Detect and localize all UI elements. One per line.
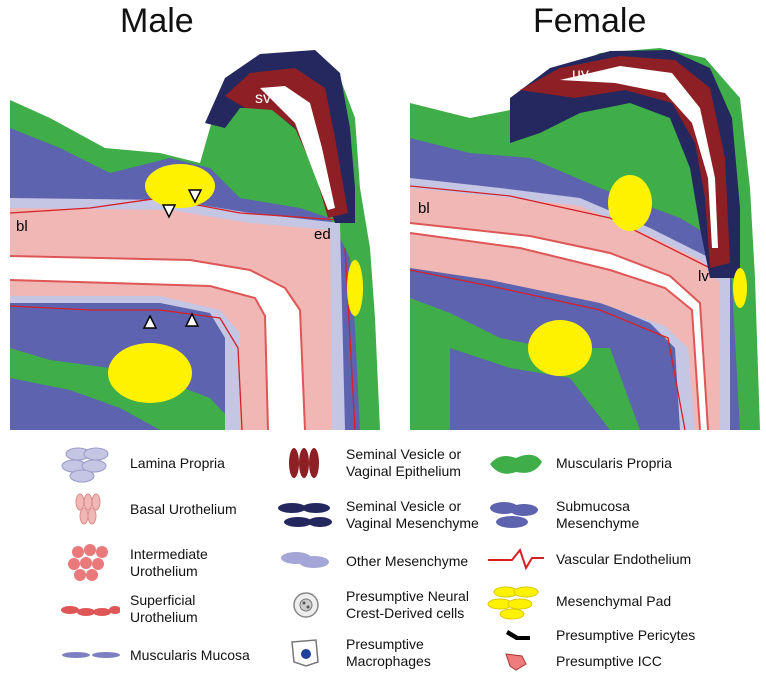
- legend-label-line1: Presumptive: [346, 636, 431, 653]
- legend-label: Muscularis Propria: [556, 455, 672, 472]
- legend-icc: Presumptive ICC: [486, 640, 662, 682]
- legend-basal-urothelium: Basal Urothelium: [60, 488, 237, 530]
- legend-label-line1: Superficial: [130, 592, 198, 609]
- neural-crest-icon: [276, 584, 336, 626]
- female-bl-label: bl: [418, 200, 430, 217]
- lamina-propria-icon: [60, 442, 120, 484]
- sv-epithelium-text: Seminal Vesicle or Vaginal Epithelium: [336, 446, 461, 480]
- legend-label: Mesenchymal Pad: [556, 593, 671, 610]
- legend-label-line2: Mesenchyme: [556, 515, 639, 532]
- male-diagram: sv bl ed: [10, 48, 386, 430]
- legend-muscularis-mucosa: Muscularis Mucosa: [60, 634, 250, 676]
- male-title: Male: [120, 2, 194, 41]
- legend-label: Vascular Endothelium: [556, 551, 691, 568]
- female-mesenchymal-pad-upper: [608, 175, 652, 231]
- neural-crest-text: Presumptive Neural Crest-Derived cells: [336, 588, 469, 622]
- other-mesenchyme-icon: [276, 540, 336, 582]
- superficial-urothelium-icon: [60, 588, 120, 630]
- female-mesenchymal-pad-right: [733, 268, 747, 308]
- female-mesenchymal-pad-lower: [528, 320, 592, 376]
- muscularis-mucosa-icon: [60, 634, 120, 676]
- legend-intermediate-urothelium: Intermediate Urothelium: [60, 542, 208, 584]
- legend-label-line1: Intermediate: [130, 546, 208, 563]
- intermediate-urothelium-icon: [60, 542, 120, 584]
- legend-label-line1: Submucosa: [556, 498, 639, 515]
- legend-other-mesenchyme: Other Mesenchyme: [276, 540, 468, 582]
- legend-label-line2: Crest-Derived cells: [346, 605, 469, 622]
- legend-label-line2: Vaginal Epithelium: [346, 463, 461, 480]
- legend-label-line2: Urothelium: [130, 609, 198, 626]
- legend-label-line1: Presumptive Neural: [346, 588, 469, 605]
- ed-label: ed: [314, 226, 331, 243]
- uv-label: uv: [572, 66, 589, 84]
- muscularis-propria-icon: [486, 442, 546, 484]
- sv-label: sv: [255, 90, 271, 108]
- legend-vascular-endothelium: Vascular Endothelium: [486, 538, 691, 580]
- legend-sv-mesenchyme: Seminal Vesicle or Vaginal Mesenchyme: [276, 494, 479, 536]
- legend-label: Muscularis Mucosa: [130, 647, 250, 664]
- male-bl-label: bl: [16, 218, 28, 235]
- male-mesenchymal-pad-right: [347, 260, 363, 316]
- sv-mesenchyme-icon: [276, 494, 336, 536]
- legend-label-line2: Vaginal Mesenchyme: [346, 515, 479, 532]
- legend-muscularis-propria: Muscularis Propria: [486, 442, 672, 484]
- male-mesenchymal-pad-upper: [145, 164, 215, 208]
- macrophage-icon: [276, 632, 336, 674]
- superficial-text: Superficial Urothelium: [120, 592, 198, 626]
- basal-urothelium-icon: [60, 488, 120, 530]
- lv-label: lv: [698, 268, 709, 285]
- submucosa-text: Submucosa Mesenchyme: [546, 498, 639, 532]
- legend-superficial-urothelium: Superficial Urothelium: [60, 588, 198, 630]
- legend-label: Lamina Propria: [130, 455, 225, 472]
- female-title: Female: [533, 2, 646, 41]
- sv-mesenchyme-text: Seminal Vesicle or Vaginal Mesenchyme: [336, 498, 479, 532]
- macrophage-text: Presumptive Macrophages: [336, 636, 431, 670]
- icc-icon: [486, 640, 546, 682]
- male-mesenchymal-pad-lower: [108, 343, 192, 403]
- legend-lamina-propria: Lamina Propria: [60, 442, 225, 484]
- female-diagram: uv bl lv: [410, 48, 766, 430]
- legend-neural-crest: Presumptive Neural Crest-Derived cells: [276, 584, 469, 626]
- legend-submucosa: Submucosa Mesenchyme: [486, 494, 639, 536]
- legend-label-line2: Urothelium: [130, 563, 208, 580]
- legend-label-line1: Seminal Vesicle or: [346, 498, 479, 515]
- legend-macrophages: Presumptive Macrophages: [276, 632, 431, 674]
- legend-label-line1: Seminal Vesicle or: [346, 446, 461, 463]
- legend-sv-epithelium: Seminal Vesicle or Vaginal Epithelium: [276, 442, 461, 484]
- legend-label: Basal Urothelium: [130, 501, 237, 518]
- submucosa-icon: [486, 494, 546, 536]
- vascular-endothelium-icon: [486, 538, 546, 580]
- legend-label: Presumptive ICC: [556, 653, 662, 670]
- legend-label-line2: Macrophages: [346, 653, 431, 670]
- legend-label: Other Mesenchyme: [346, 553, 468, 570]
- sv-epithelium-icon: [276, 442, 336, 484]
- intermediate-text: Intermediate Urothelium: [120, 546, 208, 580]
